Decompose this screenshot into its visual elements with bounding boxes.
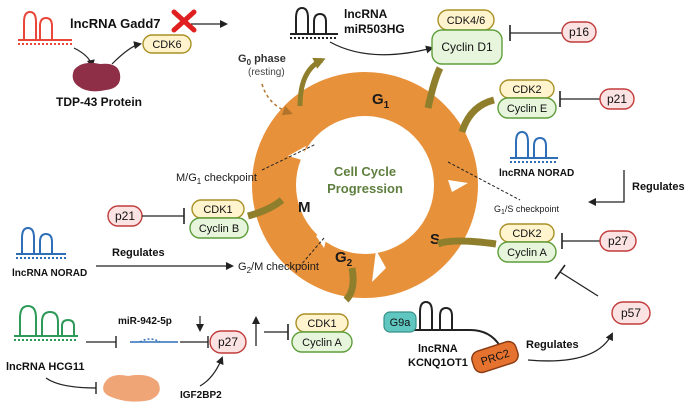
gadd7-rna-icon (18, 10, 72, 45)
norad-right-label: lncRNA NORAD (499, 168, 574, 179)
p16-label: p16 (569, 25, 589, 39)
cyclin-a-s-node (497, 241, 557, 263)
cdk1-a-label: CDK1 (307, 318, 336, 330)
p27-g2-node (209, 330, 247, 354)
mir503hg-label-2: miR503HG (344, 22, 405, 36)
p57-node (611, 301, 651, 325)
cdk6-node (142, 34, 192, 54)
norad-left-label: lncRNA NORAD (12, 268, 87, 279)
p21-e-node (599, 88, 635, 110)
stalk-cyclin-e (458, 96, 496, 134)
p57-to-cyclin-a-inhibit-bar (554, 264, 566, 280)
p27-s-node (599, 230, 637, 252)
igf2bp2-protein-icon (103, 374, 160, 402)
prc2-node (471, 340, 519, 374)
cdk6-label: CDK6 (152, 39, 181, 51)
gadd7-label: lncRNA Gadd7 (70, 16, 161, 31)
cell-cycle-ring (252, 72, 478, 298)
kcnq-regulates-arrow (527, 332, 613, 362)
norad-right-regulates-label: Regulates (632, 181, 685, 193)
p21-m-label: p21 (115, 209, 135, 223)
cyclin-a-s-label: Cyclin A (507, 247, 547, 259)
center-label-2: Progression (327, 181, 403, 196)
p21-e-label: p21 (607, 92, 627, 106)
phase-separator-g1-s (448, 180, 468, 192)
p27-g2-label: p27 (218, 335, 238, 349)
igf-to-p27-arrow (199, 356, 224, 387)
stalk-cyclin-a-s (436, 237, 497, 248)
checkpoint-g2m-line (299, 237, 325, 267)
cyclin-e-node (497, 97, 557, 119)
mirna-942-label: miR-942-5p (118, 316, 172, 327)
phase-separator-s-g2 (372, 250, 386, 282)
phase-m-label: M (298, 199, 311, 216)
p27-s-label: p27 (608, 234, 628, 248)
tdp43-to-cdk6-arrow (111, 41, 142, 65)
g0-arrow-out (297, 57, 326, 107)
norad-right-rna-icon (510, 130, 558, 163)
g9a-node (383, 311, 417, 333)
g9a-label: G9a (390, 317, 412, 329)
g0-resting-label: (resting) (248, 67, 285, 78)
igf2bp2-label: IGF2BP2 (180, 390, 222, 401)
stalk-cyclin-a-g2 (343, 267, 357, 303)
stalk-cyclin-d1 (424, 66, 444, 109)
cyclin-d1-node (431, 29, 503, 65)
kcnq1ot1-label-2: KCNQ1OT1 (408, 357, 468, 369)
g0-arrow-return (261, 83, 293, 116)
checkpoint-g2m-label: G2/M checkpoint (238, 261, 319, 275)
tdp43-label: TDP-43 Protein (56, 95, 142, 109)
norad-left-rna-icon (16, 226, 66, 259)
mirna-942-icon (130, 338, 178, 343)
cyclin-b-node (189, 217, 249, 239)
checkpoint-g1s-line (447, 161, 521, 201)
checkpoint-mg1-label: M/G1 checkpoint (176, 172, 257, 186)
cdk2-e-label: CDK2 (512, 84, 541, 96)
phase-separator-m-g1 (288, 146, 306, 160)
cyclin-b-label: Cyclin B (199, 223, 239, 235)
stalk-cyclin-b (247, 197, 285, 220)
phase-g2-label: G2 (335, 249, 353, 269)
hcg11-to-igf-inhibit (45, 377, 97, 389)
phase-g1-label: G1 (372, 91, 390, 111)
phase-separator-g2-m (316, 226, 330, 248)
hcg11-rna-icon (14, 304, 78, 341)
kcnq1ot1-label-1: lncRNA (418, 343, 458, 355)
cyclin-a-g2-label: Cyclin A (302, 337, 342, 349)
checkpoint-g1s-label: G1/S checkpoint (494, 204, 559, 216)
cdk46-label: CDK4/6 (447, 15, 486, 27)
norad-right-regulates-arrow (588, 170, 625, 206)
hcg11-label: lncRNA HCG11 (6, 361, 84, 373)
cdk2-a-label: CDK2 (512, 228, 541, 240)
cdk1-b-label: CDK1 (203, 204, 232, 216)
cyclin-a-g2-node (291, 331, 353, 353)
norad-left-regulates-label: Regulates (112, 247, 165, 259)
g0-phase-label: G0 phase (238, 53, 286, 67)
mir503hg-rna-icon (290, 6, 338, 39)
p57-to-cyclin-a-inhibit-line (559, 271, 599, 297)
p16-node (561, 21, 597, 43)
phase-s-label: S (430, 231, 440, 248)
mir503hg-to-cyclin-d1-arrow (329, 41, 434, 56)
tdp43-protein-icon (72, 62, 121, 92)
p57-label: p57 (621, 306, 641, 320)
mir503hg-label-1: lncRNA (344, 7, 388, 21)
cyclin-d1-label: Cyclin D1 (441, 40, 493, 54)
kcnq1ot1-rna-icon (414, 300, 501, 347)
blocked-x-icon (171, 9, 197, 33)
center-label-1: Cell Cycle (334, 164, 396, 179)
kcnq-regulates-label: Regulates (526, 339, 579, 351)
cyclin-e-label: Cyclin E (507, 103, 547, 115)
